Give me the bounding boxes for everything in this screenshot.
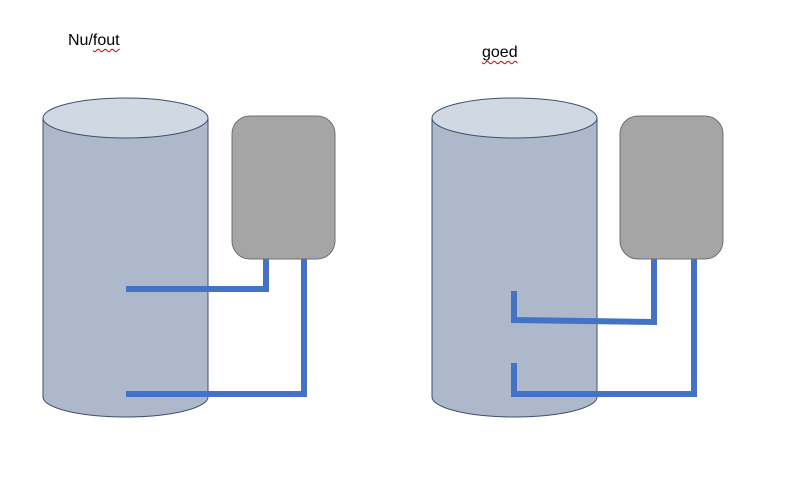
left-pipe-lower [126, 259, 307, 397]
label-correct-word: goed [482, 44, 518, 61]
right-tank [431, 97, 598, 418]
right-heater-unit [619, 115, 724, 260]
label-wrong-word: fout [92, 32, 120, 49]
label-current-wrong: Nu/fout [68, 32, 120, 50]
right-pipe-lower [511, 259, 697, 397]
label-prefix: Nu/ [68, 32, 93, 49]
left-pipe-upper [126, 259, 269, 292]
right-pipes [511, 259, 697, 397]
label-correct: goed [482, 44, 518, 62]
left-heater-unit [231, 115, 336, 260]
left-tank [42, 97, 209, 418]
right-pipe-upper [511, 259, 657, 326]
left-pipes [126, 259, 307, 397]
